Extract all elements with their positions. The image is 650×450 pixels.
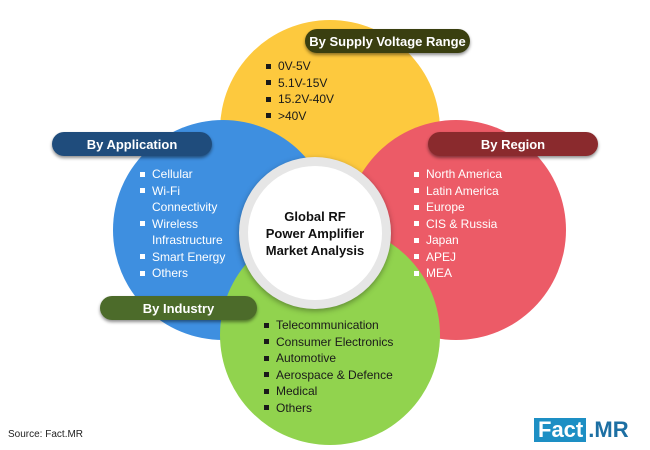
region-title-pill: By Region xyxy=(428,132,598,156)
list-item: Cellular xyxy=(140,166,225,183)
industry-title-pill: By Industry xyxy=(100,296,257,320)
list-item: Wireless xyxy=(140,216,225,233)
list-item: Automotive xyxy=(264,350,393,367)
list-item: MEA xyxy=(414,265,502,282)
list-item: 0V-5V xyxy=(266,58,334,75)
list-item: Connectivity xyxy=(152,200,218,214)
list-item: 5.1V-15V xyxy=(266,75,334,92)
factmr-logo: Fact .MR xyxy=(534,418,629,442)
center-title-line2: Power Amplifier xyxy=(265,225,365,241)
list-item: Smart Energy xyxy=(140,249,225,266)
list-item: North America xyxy=(414,166,502,183)
voltage-title-pill: By Supply Voltage Range xyxy=(305,29,470,53)
center-title: Global RF Power Amplifier Market Analysi… xyxy=(248,166,382,300)
list-item: >40V xyxy=(266,108,334,125)
source-note: Source: Fact.MR xyxy=(8,429,84,440)
list-item: Europe xyxy=(414,199,502,216)
list-item: CIS & Russia xyxy=(414,216,502,233)
list-item: Others xyxy=(264,400,393,417)
application-title-pill: By Application xyxy=(52,132,212,156)
list-item: Telecommunication xyxy=(264,317,393,334)
list-item: Consumer Electronics xyxy=(264,334,393,351)
list-item: Infrastructure xyxy=(152,233,223,247)
list-item: Wi-Fi xyxy=(140,183,225,200)
logo-fact-text: Fact xyxy=(534,418,587,442)
list-item: Japan xyxy=(414,232,502,249)
list-item: 15.2V-40V xyxy=(266,91,334,108)
list-item: Latin America xyxy=(414,183,502,200)
list-item: Others xyxy=(140,265,225,282)
center-title-line3: Market Analysis xyxy=(265,242,365,258)
list-item: Medical xyxy=(264,383,393,400)
list-item: Aerospace & Defence xyxy=(264,367,393,384)
logo-mr-text: .MR xyxy=(588,417,629,442)
list-item: APEJ xyxy=(414,249,502,266)
center-title-line1: Global RF xyxy=(284,208,346,224)
